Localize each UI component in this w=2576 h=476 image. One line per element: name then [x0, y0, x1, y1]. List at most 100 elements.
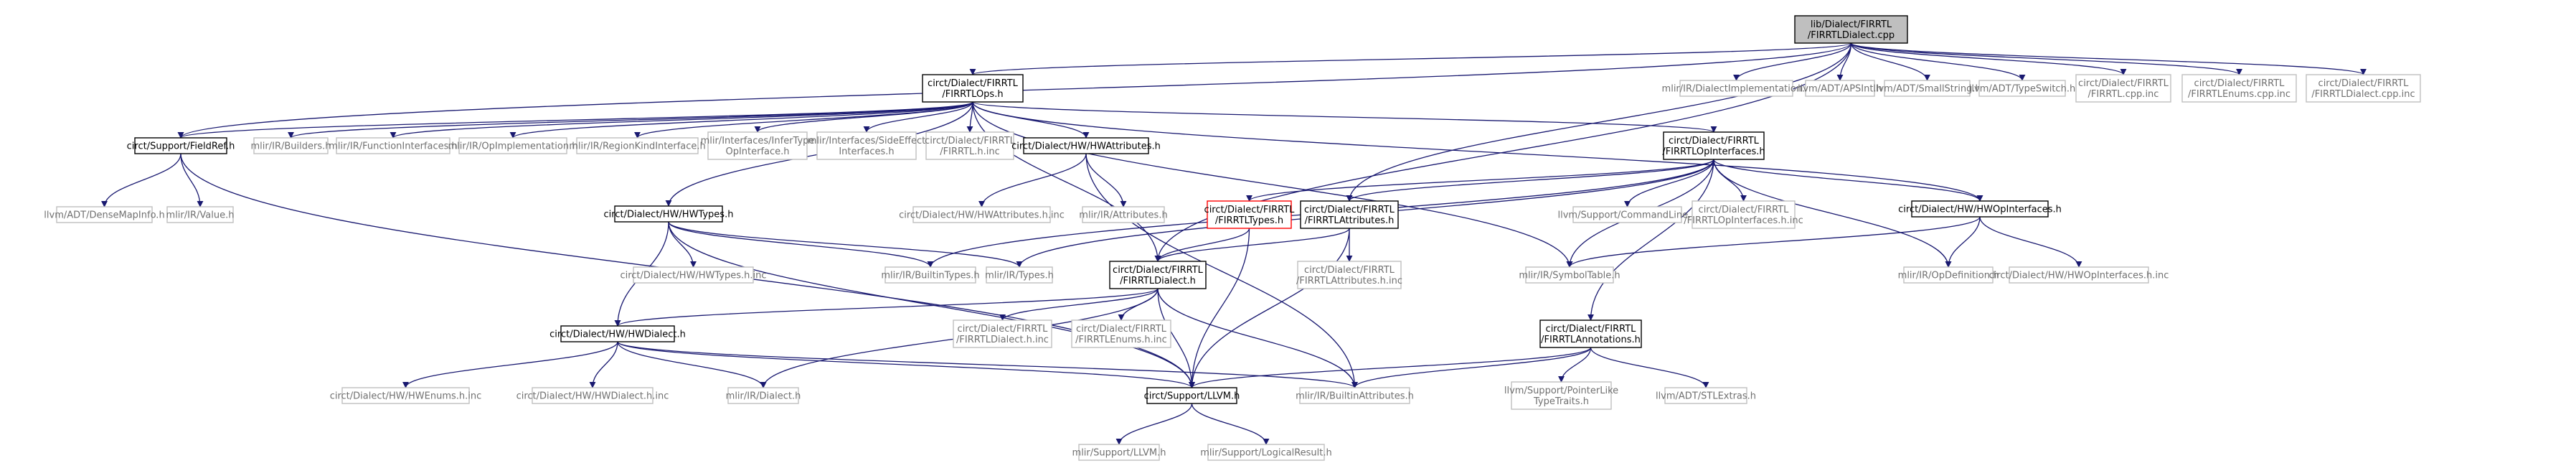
edge-hwdialect-to-hwdialectinc	[589, 341, 618, 388]
node-label: lib/Dialect/FIRRTL	[1811, 19, 1892, 30]
edge-hwdialect-to-supportllvm	[617, 341, 1195, 388]
node-box	[707, 131, 808, 160]
edge-hwdialect-to-builtinattrs	[617, 341, 1358, 388]
edge-annotations-to-stlextras	[1590, 347, 1709, 388]
node-label: llvm/Support/PointerLike	[1504, 386, 1618, 396]
node-label: /FIRRTL.h.inc	[940, 146, 1000, 157]
node-label: circt/Dialect/FIRRTL	[925, 136, 1016, 146]
graph-node-annotations[interactable]: circt/Dialect/FIRRTL/FIRRTLAnnotations.h	[1539, 319, 1642, 348]
node-label: mlir/IR/BuiltinAttributes.h	[1296, 391, 1414, 402]
node-label: circt/Dialect/FIRRTL	[1699, 205, 1790, 215]
graph-node-hwtypesinc: circt/Dialect/HW/HWTypes.h.inc	[620, 266, 767, 284]
include-edge	[972, 101, 1161, 262]
edge-root-to-firrtlops	[970, 42, 1852, 75]
edge-opifaces-to-firrtltypes	[1246, 159, 1714, 202]
include-edge	[589, 341, 618, 388]
node-label: circt/Dialect/FIRRTL	[1113, 265, 1204, 276]
include-edge	[863, 101, 973, 133]
node-label: circt/Dialect/HW/HWTypes.h.inc	[620, 271, 766, 281]
include-edge	[1154, 228, 1350, 262]
node-box	[134, 137, 227, 154]
node-box	[953, 319, 1052, 348]
node-box	[1884, 80, 1971, 97]
node-label: mlir/Interfaces/InferType	[701, 136, 815, 146]
node-label: mlir/IR/RegionKindInterface.h	[569, 141, 706, 152]
node-label: mlir/IR/Types.h	[985, 271, 1054, 281]
include-edge	[1346, 42, 1852, 202]
include-edge	[1850, 42, 2026, 81]
node-label: circt/Dialect/FIRRTL	[1546, 324, 1637, 335]
graph-node-hwattrs[interactable]: circt/Dialect/HW/HWAttributes.h	[1011, 137, 1161, 154]
edge-hwopifaces-to-opdef	[1945, 216, 1981, 268]
node-label: circt/Dialect/HW/HWOpInterfaces.h	[1898, 205, 2062, 215]
graph-node-root[interactable]: lib/Dialect/FIRRTL/FIRRTLDialect.cpp	[1794, 15, 1908, 44]
edge-firrtlops-to-symboltable	[972, 101, 1573, 268]
graph-node-dialecthinc: circt/Dialect/FIRRTL/FIRRTLDialect.h.inc	[953, 319, 1052, 348]
edge-hwdialect-to-hwenumsinc	[402, 341, 618, 388]
edge-firrtlops-to-sideeffect	[863, 101, 973, 133]
include-edge	[1850, 42, 2127, 75]
graph-node-cmdline: llvm/Support/CommandLine.h	[1557, 206, 1697, 223]
node-box	[1023, 137, 1149, 154]
node-label: mlir/IR/Dialect.h	[726, 391, 801, 402]
node-label: TypeTraits.h	[1533, 396, 1589, 407]
node-box	[727, 387, 799, 404]
node-label: circt/Dialect/FIRRTL	[928, 78, 1019, 89]
node-label: /FIRRTLEnums.cpp.inc	[2188, 89, 2290, 100]
edge-hwtypes-to-builtintypes	[668, 221, 934, 268]
edge-supportllvm-to-mlirllvm	[1115, 403, 1193, 445]
edge-firrtldialect-to-hwdialect	[614, 288, 1159, 327]
graph-node-firrtldialect[interactable]: circt/Dialect/FIRRTL/FIRRTLDialect.h	[1109, 261, 1207, 289]
node-box	[1692, 200, 1796, 229]
node-box	[560, 325, 675, 342]
node-box	[1525, 266, 1614, 284]
include-edge	[617, 341, 767, 388]
node-box	[458, 137, 567, 154]
node-box	[925, 131, 1014, 160]
include-edge	[1115, 403, 1193, 445]
include-edge	[1590, 347, 1709, 388]
node-label: mlir/IR/DialectImplementation.h	[1662, 84, 1811, 95]
graph-node-hwopifaces[interactable]: circt/Dialect/HW/HWOpInterfaces.h	[1898, 200, 2062, 218]
include-edge	[1154, 228, 1250, 262]
node-label: /FIRRTL.cpp.inc	[2088, 89, 2159, 100]
node-label: circt/Dialect/FIRRTL	[2078, 78, 2169, 89]
graph-node-supportllvm[interactable]: circt/Support/LLVM.h	[1144, 387, 1240, 404]
graph-node-fieldref[interactable]: circt/Support/FieldRef.h	[127, 137, 235, 154]
graph-node-hwdialectinc: circt/Dialect/HW/HWDialect.h.inc	[516, 387, 669, 404]
include-edge	[402, 341, 618, 388]
edge-firrtlops-to-firrtldialect	[972, 101, 1161, 262]
edge-opifaces-to-hwopifaces	[1713, 159, 1983, 202]
include-edge	[668, 221, 934, 268]
node-label: /FIRRTLTypes.h	[1215, 215, 1283, 226]
graph-node-types: mlir/IR/Types.h	[985, 266, 1054, 284]
node-box	[1078, 444, 1160, 461]
include-edge	[1850, 42, 1930, 81]
graph-node-firrtlops[interactable]: circt/Dialect/FIRRTL/FIRRTLOps.h	[922, 74, 1024, 103]
node-label: /FIRRTLDialect.cpp.inc	[2311, 89, 2415, 100]
graph-node-hwdialect[interactable]: circt/Dialect/HW/HWDialect.h	[549, 325, 686, 342]
node-label: circt/Dialect/HW/HWAttributes.h.inc	[899, 210, 1065, 221]
graph-node-firrtltypes[interactable]: circt/Dialect/FIRRTL/FIRRTLTypes.h	[1204, 200, 1296, 229]
node-label: /FIRRTLEnums.h.inc	[1075, 335, 1167, 345]
include-edge	[1558, 347, 1592, 383]
node-label: circt/Dialect/FIRRTL	[1304, 265, 1395, 276]
graph-node-stlextras: llvm/ADT/STLExtras.h	[1656, 387, 1756, 404]
graph-node-typeswitch: llvm/ADT/TypeSwitch.h	[1969, 80, 2075, 97]
graph-node-hwenumsinc: circt/Dialect/HW/HWEnums.h.inc	[330, 387, 481, 404]
include-edge	[972, 101, 1573, 268]
graph-node-firrtlcppinc: circt/Dialect/FIRRTL/FIRRTL.cpp.inc	[2075, 74, 2171, 103]
node-label: circt/Dialect/HW/HWDialect.h	[549, 330, 686, 340]
edge-annotations-to-supportllvm	[1189, 347, 1592, 388]
edge-firrtlops-to-fieldref	[177, 101, 973, 139]
node-label: mlir/IR/Value.h	[166, 210, 235, 221]
node-box	[2075, 74, 2171, 103]
node-layer: lib/Dialect/FIRRTL/FIRRTLDialect.cpp circ…	[44, 15, 2421, 461]
graph-node-firrtlattrs[interactable]: circt/Dialect/FIRRTL/FIRRTLAttributes.h	[1300, 200, 1399, 229]
graph-node-opifaces[interactable]: circt/Dialect/FIRRTL/FIRRTLOpInterfaces.…	[1662, 131, 1765, 160]
graph-node-hwtypes[interactable]: circt/Dialect/HW/HWTypes.h	[604, 205, 734, 223]
node-box	[341, 387, 470, 404]
